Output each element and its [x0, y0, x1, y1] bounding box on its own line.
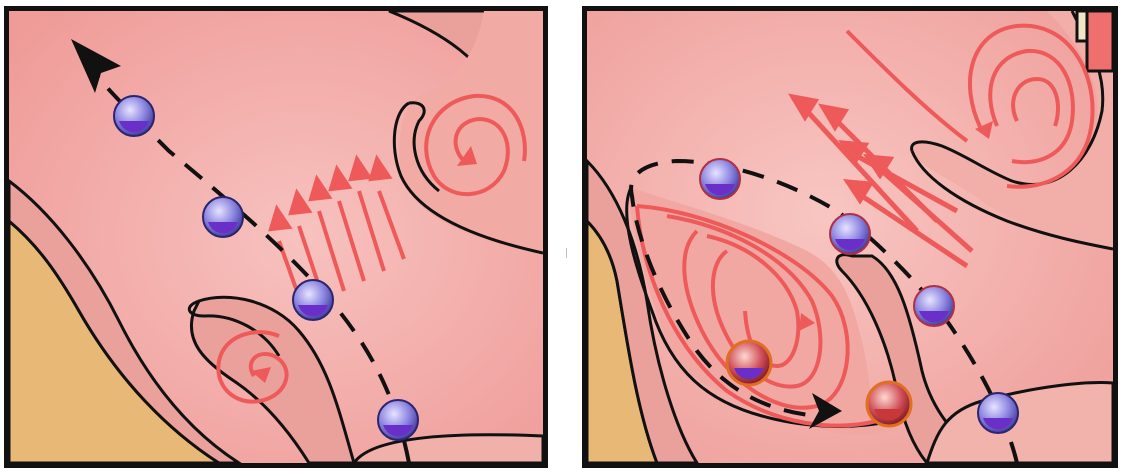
blood-cell-icon	[700, 159, 740, 199]
blood-cell-icon	[203, 197, 243, 237]
blood-cell-icon	[914, 286, 954, 326]
blood-cell-icon	[293, 280, 333, 320]
blood-cell-icon	[978, 393, 1018, 433]
blood-cell-icon	[114, 96, 154, 136]
panel-left-laminar-flow	[4, 6, 548, 468]
activated-cell-icon	[727, 341, 771, 385]
blood-cell-icon	[830, 214, 870, 254]
blood-cell-icon	[378, 400, 418, 440]
right-diagram	[587, 11, 1113, 463]
panel-right-recirculating-flow	[582, 6, 1118, 468]
activated-cell-icon	[867, 382, 911, 426]
left-diagram	[9, 11, 543, 463]
divider-mark	[566, 248, 567, 258]
